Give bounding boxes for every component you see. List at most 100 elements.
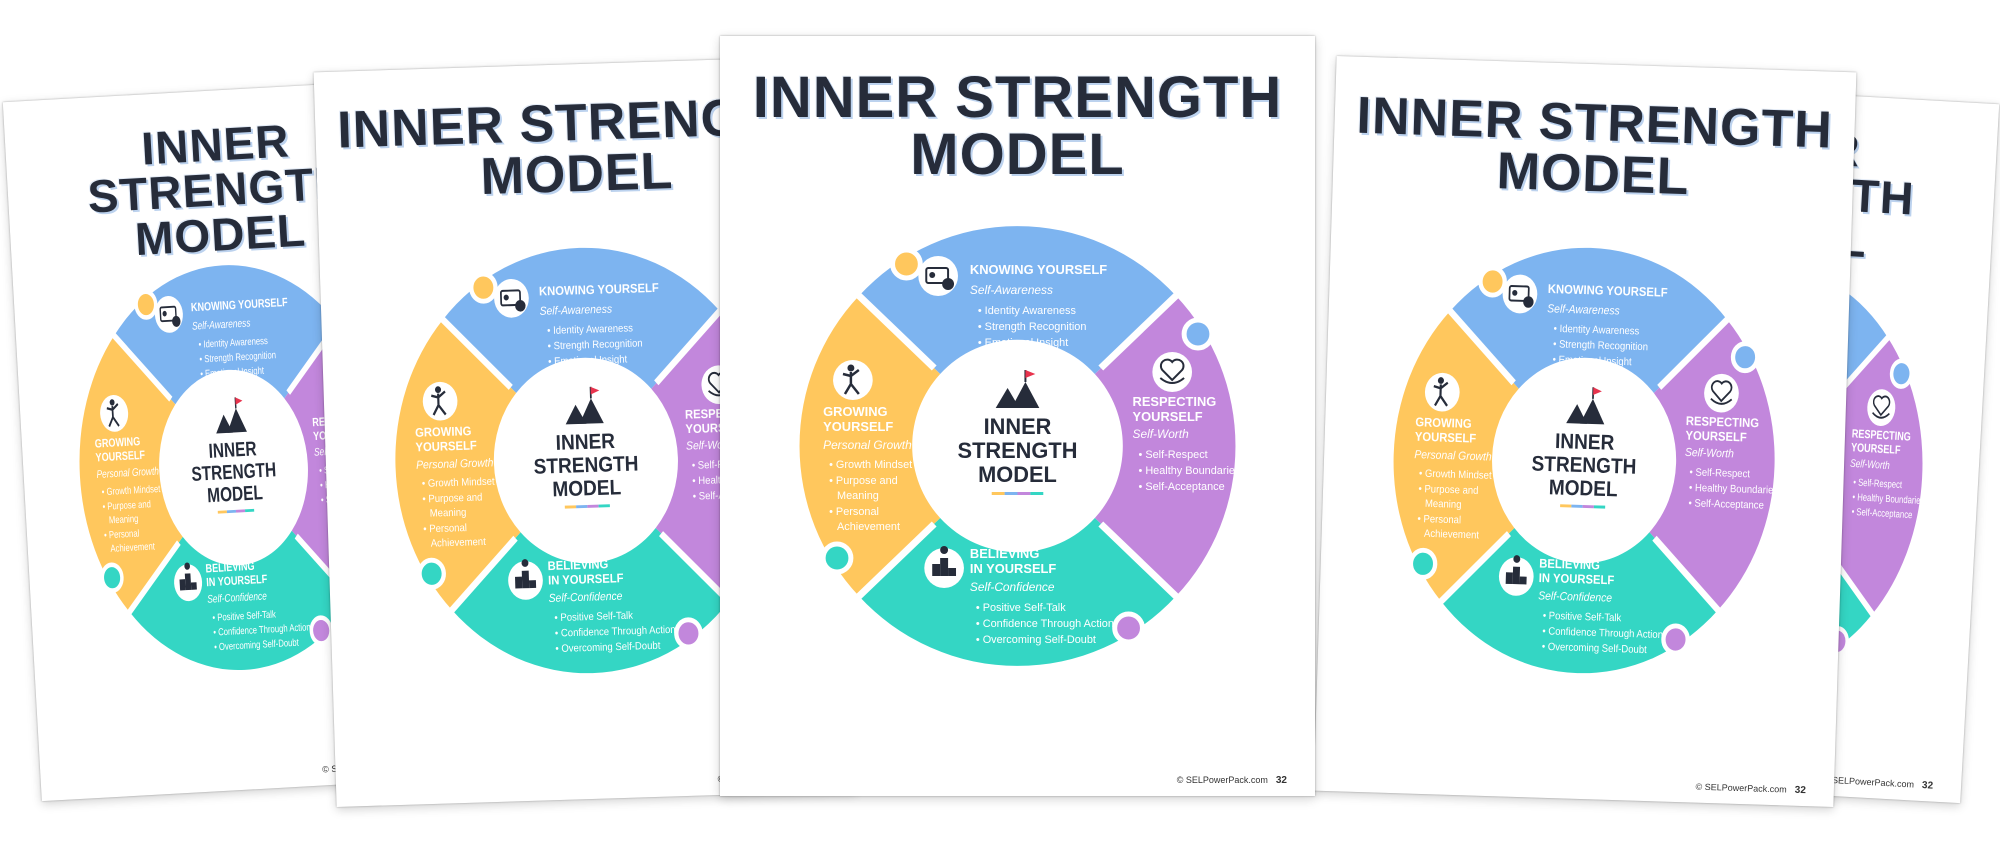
knowing-yourself-section: KNOWING YOURSELF Self-Awareness • Identi… [918,256,1107,349]
respecting-item-3: • Self-Acceptance [1688,498,1764,512]
rainbow-underline [991,492,1044,495]
page-title: INNER STRENGTH MODEL [720,65,1315,187]
climbing-person-icon [431,386,447,416]
knowing-item-3: • Emotional Insight [1552,354,1632,368]
knowing-subtitle: Self-Awareness [970,283,1053,297]
respecting-item-1: • Self-Respect [1689,467,1750,480]
knowing-item-1: • Identity Awareness [1553,323,1639,337]
respecting-item-1: • Self-Respect [1138,449,1207,461]
respecting-subtitle: Self-Worth [1685,446,1734,460]
believing-title-line-1: BELIEVING [1539,556,1600,573]
sheet-far-left: INNER STRENGTH MODEL [2,78,462,802]
believing-item-2: • Confidence Through Action [555,624,676,639]
growing-title-line-2: YOURSELF [95,449,146,465]
knowing-subtitle: Self-Awareness [1547,303,1620,318]
knowing-yourself-section: KNOWING YOURSELF Self-Awareness • Identi… [494,279,659,368]
knowing-subtitle: Self-Awareness [539,303,612,318]
knowing-item-1: • Identity Awareness [198,335,268,350]
mountain-flag-icon [565,386,604,425]
title-line-1: INNER STRENGTH [752,65,1283,130]
growing-item-2-cont: Meaning [1425,498,1462,511]
growing-item-3: • Personal [829,506,879,518]
respecting-title-line-2: YOURSELF [1685,428,1747,445]
knowing-title: KNOWING YOURSELF [191,296,289,315]
heart-hands-icon [1872,395,1891,419]
believing-item-3: • Overcoming Self-Doubt [976,634,1096,646]
growing-item-3: • Personal [1417,514,1461,527]
growing-title-line-2: YOURSELF [1415,429,1477,446]
footer-copyright: © SELPowerPack.com [1695,781,1787,795]
center-label-line-1: INNER [984,414,1052,439]
rainbow-underline [564,504,610,509]
center-label-line-2: STRENGTH [958,438,1078,463]
believing-item-1: • Positive Self-Talk [554,610,634,624]
climbing-person-icon [1433,377,1449,407]
believing-item-2: • Confidence Through Action [1542,626,1663,641]
believing-subtitle: Self-Confidence [970,580,1055,594]
respecting-item-1: • Self-Respect [1853,476,1903,490]
believing-title-line-2: IN YOURSELF [970,561,1056,576]
inner-strength-wheel: INNER STRENGTH MODEL [799,226,1241,666]
growing-item-3-cont: Achievement [1424,528,1480,541]
center-label-line-2: STRENGTH [191,458,277,485]
center-label-line-3: MODEL [207,481,264,507]
respecting-item-2: • Healthy Boundaries [1689,482,1778,496]
footer-page-number: 32 [1275,775,1287,786]
sheet-right: INNER STRENGTH MODEL [1313,56,1857,807]
believing-item-3: • Overcoming Self-Doubt [214,637,300,653]
knowing-item-1: • Identity Awareness [978,305,1077,317]
growing-item-3: • Personal [104,528,140,541]
believing-item-2: • Confidence Through Action [976,618,1114,630]
growing-yourself-section: GROWING YOURSELF Personal Growth • Growt… [1414,372,1492,542]
believing-item-2: • Confidence Through Action [213,621,311,638]
podium-icon [1505,555,1527,585]
id-card-icon [500,289,526,312]
believing-title-line-1: BELIEVING [970,546,1039,561]
growing-yourself-section: GROWING YOURSELF Personal Growth • Growt… [94,394,161,554]
believing-in-yourself-section: BELIEVING IN YOURSELF Self-Confidence • … [174,560,311,653]
knowing-item-3: • Emotional Insight [548,354,628,368]
respecting-segment [1649,319,1775,610]
center-label-line-2: STRENGTH [1531,453,1636,479]
sheet-center: INNER STRENGTH MODEL [720,36,1315,796]
growing-item-1: • Growth Mindset [101,483,161,498]
growing-item-1: • Growth Mindset [1419,468,1492,482]
growing-item-2: • Purpose and [422,492,482,505]
knowing-item-2: • Strength Recognition [199,349,276,365]
growing-title-line-2: YOURSELF [415,438,477,455]
respecting-yourself-section: RESPECTING YOURSELF Self-Worth • Self-Re… [1685,373,1778,512]
knowing-subtitle: Self-Awareness [192,317,251,333]
respecting-item-2: • Healthy Boundaries [1852,491,1925,506]
center-label-line-2: STRENGTH [533,453,638,479]
believing-title-line-1: BELIEVING [547,557,608,574]
respecting-subtitle: Self-Worth [1850,458,1890,473]
believing-title-line-1: BELIEVING [205,560,255,576]
title-line-2: MODEL [910,121,1125,187]
growing-subtitle: Personal Growth [1414,449,1492,464]
respecting-yourself-section: RESPECTING YOURSELF Self-Worth • Self-Re… [1133,352,1241,493]
believing-in-yourself-section: BELIEVING IN YOURSELF Self-Confidence • … [924,546,1114,646]
growing-item-2-cont: Meaning [837,490,879,502]
knowing-title: KNOWING YOURSELF [970,262,1107,277]
heart-hands-icon [1159,358,1185,384]
mountain-flag-icon [995,370,1040,408]
rainbow-underline [1560,504,1606,509]
respecting-yourself-section: RESPECTING YOURSELF Self-Worth • Self-Re… [1850,389,1925,520]
knowing-title: KNOWING YOURSELF [1548,281,1668,300]
podium-icon [514,559,537,589]
knowing-title: KNOWING YOURSELF [539,280,659,299]
footer-page-number: 32 [1794,784,1807,797]
believing-in-yourself-section: BELIEVING IN YOURSELF Self-Confidence • … [1498,555,1663,656]
knowing-yourself-section: KNOWING YOURSELF Self-Awareness • Identi… [154,296,289,379]
id-card-icon [925,267,955,290]
growing-item-1: • Growth Mindset [829,459,912,471]
knowing-item-3: • Emotional Insight [978,337,1068,349]
id-card-icon [1508,285,1534,308]
respecting-title-line-2: YOURSELF [1133,409,1203,424]
knowing-item-1: • Identity Awareness [547,323,633,337]
center-label-line-1: INNER [555,430,615,455]
believing-title-line-2: IN YOURSELF [1539,570,1615,587]
center-label-line-3: MODEL [552,476,622,501]
podium-icon [932,546,957,576]
